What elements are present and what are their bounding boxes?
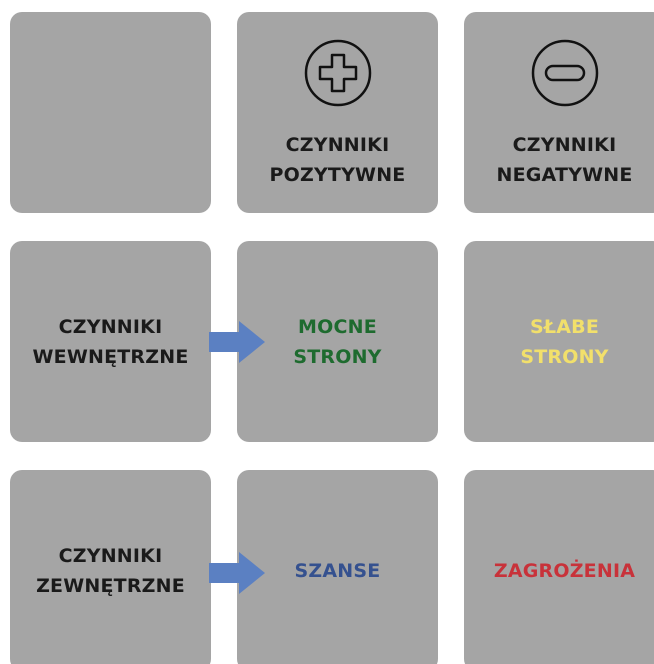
strengths-tile: MOCNE STRONY (237, 241, 438, 442)
external-factors-label: CZYNNIKI ZEWNĘTRZNE (36, 544, 185, 597)
minus-circle-icon (531, 39, 598, 107)
weaknesses-tile: SŁABE STRONY (464, 241, 654, 442)
positive-factors-label: CZYNNIKI POZYTYWNE (269, 134, 406, 186)
weaknesses-label: SŁABE STRONY (520, 315, 609, 368)
threats-tile: ZAGROŻENIA (464, 470, 654, 664)
external-factors-tile: CZYNNIKI ZEWNĘTRZNE (10, 470, 211, 664)
negative-factors-label: CZYNNIKI NEGATYWNE (496, 134, 633, 186)
positive-factors-header: CZYNNIKI POZYTYWNE (237, 12, 438, 213)
plus-circle-icon (304, 39, 371, 107)
empty-corner-tile (10, 12, 211, 213)
negative-factors-header: CZYNNIKI NEGATYWNE (464, 12, 654, 213)
opportunities-tile: SZANSE (237, 470, 438, 664)
arrow-right-icon (209, 321, 265, 363)
strengths-label: MOCNE STRONY (293, 315, 382, 368)
internal-factors-label: CZYNNIKI WEWNĘTRZNE (32, 315, 189, 368)
arrow-right-icon (209, 552, 265, 594)
opportunities-label: SZANSE (294, 559, 381, 582)
threats-label: ZAGROŻENIA (493, 559, 636, 582)
internal-factors-tile: CZYNNIKI WEWNĘTRZNE (10, 241, 211, 442)
